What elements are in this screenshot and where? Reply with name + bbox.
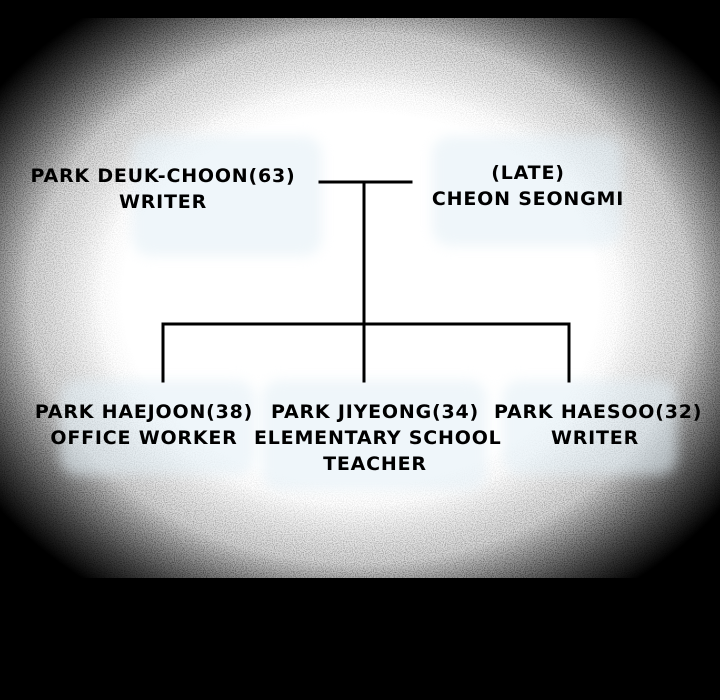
mother-label: (LATE) CHEON SEONGMI xyxy=(418,160,638,212)
mother-status: (LATE) xyxy=(491,162,565,184)
bubble-bg-child-2 xyxy=(262,380,487,490)
father-occupation: WRITER xyxy=(118,191,208,213)
mother-name: CHEON SEONGMI xyxy=(431,188,625,210)
bubble-bg-father xyxy=(132,136,322,256)
child-2-label: PARK JIYEONG(34) ELEMENTARY SCHOOL TEACH… xyxy=(254,399,502,477)
father-name: PARK DEUK-CHOON(63) xyxy=(30,165,296,187)
child-3-name: PARK HAESOO(32) xyxy=(494,401,703,423)
bubble-bg-child-1 xyxy=(60,380,255,475)
child-2-name: PARK JIYEONG(34) xyxy=(271,401,479,423)
child-2-occupation: ELEMENTARY SCHOOL xyxy=(254,427,502,449)
family-tree-lines xyxy=(161,180,571,383)
child-1-name: PARK HAEJOON(38) xyxy=(34,401,254,423)
child-3-occupation: WRITER xyxy=(550,427,640,449)
comic-panel: PARK DEUK-CHOON(63) WRITER (LATE) CHEON … xyxy=(0,18,720,578)
father-label: PARK DEUK-CHOON(63) WRITER xyxy=(20,163,306,215)
child-1-occupation: OFFICE WORKER xyxy=(50,427,238,449)
child-3-label: PARK HAESOO(32) WRITER xyxy=(494,399,703,451)
bubble-bg-child-3 xyxy=(502,380,677,475)
child-1-label: PARK HAEJOON(38) OFFICE WORKER xyxy=(33,399,255,451)
bubble-bg-mother xyxy=(432,136,622,246)
child-2-occupation-line2: TEACHER xyxy=(323,453,427,475)
